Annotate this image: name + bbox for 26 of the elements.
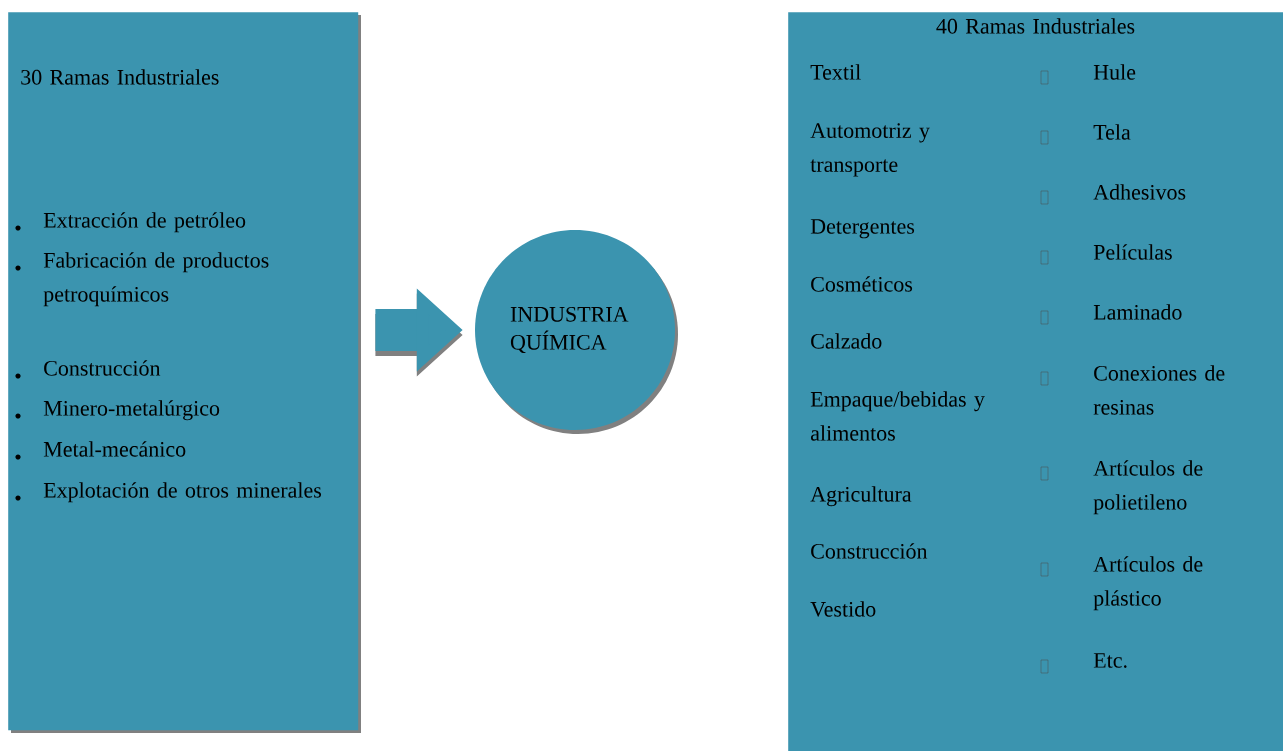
box-heading: 30 Ramas Industriales — [21, 69, 219, 85]
list-item: Textil — [810, 64, 861, 80]
list-item: Agricultura — [810, 486, 912, 507]
list-item: Cosméticos — [811, 276, 913, 292]
list-item: Conexiones de resinas — [1040, 365, 1225, 415]
list-item: Hule — [1040, 64, 1136, 85]
list-item: Explotación de otros minerales — [15, 482, 321, 503]
list-item: Construcción — [811, 543, 928, 559]
list-item: Metal-mecánico — [15, 441, 186, 460]
list-item: Minero-metalúrgico — [15, 400, 220, 421]
list-item: Películas — [1040, 244, 1172, 265]
list-item: Tela — [1040, 124, 1131, 145]
list-item: Empaque/bebidas y alimentos — [810, 391, 985, 441]
list-item: Artículos de plástico — [1040, 556, 1203, 611]
box-heading: 40 Ramas Industriales — [936, 18, 1135, 34]
list-item: Adhesivos — [1040, 184, 1186, 205]
list-item: Automotriz y transporte — [810, 123, 930, 177]
list-item: Fabricación de productos petroquímicos — [15, 252, 269, 307]
list-item: Etc. — [1040, 653, 1127, 674]
list-item: Laminado — [1040, 304, 1182, 325]
list-item: Artículos de polietileno — [1040, 460, 1203, 515]
list-item: Detergentes — [810, 219, 915, 239]
list-item: Calzado — [811, 333, 882, 349]
list-item: Extracción de petróleo — [15, 212, 246, 233]
list-item: Construcción — [15, 360, 161, 379]
list-item: Vestido — [810, 601, 876, 617]
